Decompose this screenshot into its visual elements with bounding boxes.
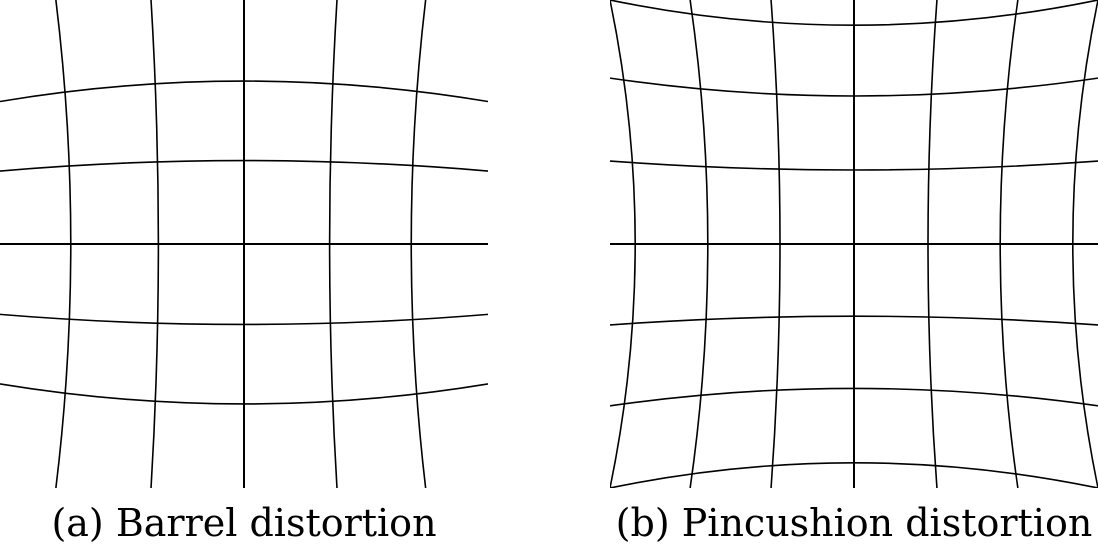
vertical-grid-line [999, 0, 1019, 488]
caption-barrel-distortion: (a) Barrel distortion [51, 501, 437, 545]
vertical-grid-line [1072, 0, 1098, 488]
pincushion-distortion-grid [610, 0, 1098, 488]
vertical-grid-line [150, 0, 160, 488]
vertical-grid-line [770, 0, 781, 488]
vertical-grid-line [410, 0, 427, 488]
vertical-grid-line [927, 0, 938, 488]
vertical-grid-line [610, 0, 636, 488]
vertical-grid-line [55, 0, 72, 488]
vertical-grid-line [328, 0, 338, 488]
caption-pincushion-distortion: (b) Pincushion distortion [615, 501, 1093, 545]
barrel-distortion-grid [0, 0, 488, 488]
vertical-grid-line [689, 0, 709, 488]
